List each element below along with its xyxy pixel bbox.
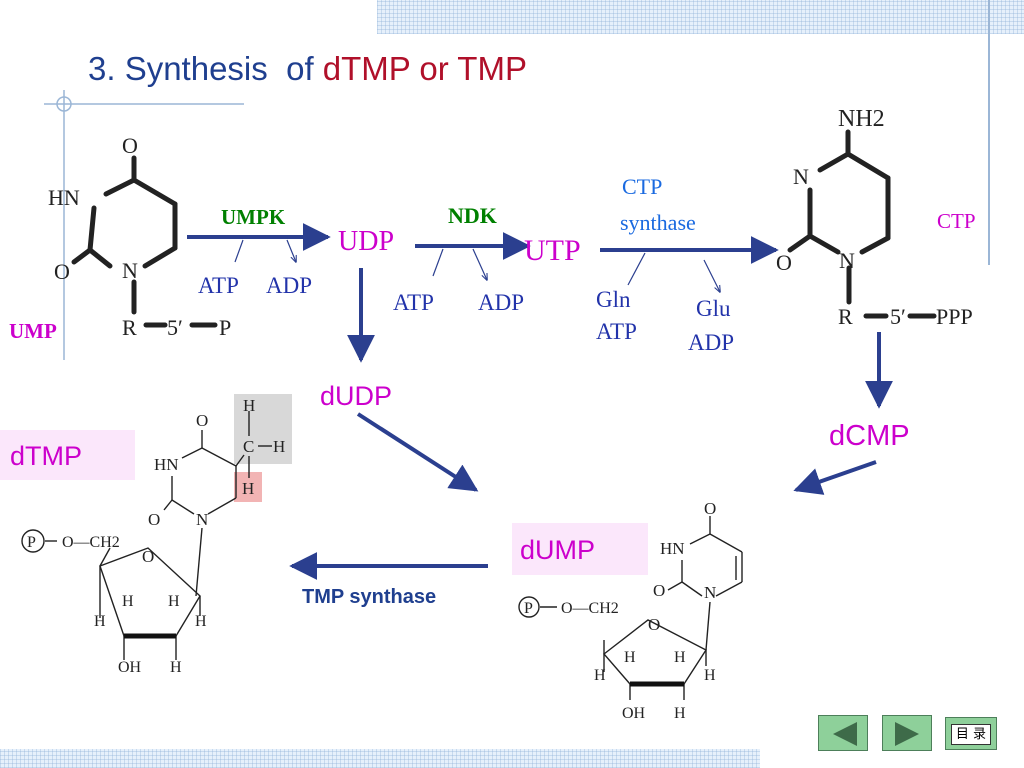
bottom-decor-band <box>0 749 760 768</box>
ctp-synthase-line2: synthase <box>620 210 696 235</box>
dtmp-h-c: H <box>94 613 106 630</box>
dtmp-oh: OH <box>118 659 142 676</box>
dump-label-box <box>512 523 648 575</box>
dtmp-structure <box>45 411 272 660</box>
arrow-dudp-dump <box>356 412 479 492</box>
dtmp-h3: H <box>242 479 254 498</box>
dump-ring-o: O <box>648 615 660 634</box>
dump-hn: HN <box>660 539 685 558</box>
ctp-synthase-gln: Gln <box>596 287 631 312</box>
dump-h-a: H <box>624 649 636 666</box>
ndk-atp: ATP <box>393 290 434 315</box>
dtmp-label-box <box>0 430 135 480</box>
ctp-ppp: PPP <box>936 304 973 329</box>
ctp-label: CTP <box>937 209 976 233</box>
ctp-synthase-glu: Glu <box>696 296 731 321</box>
ump-r: R <box>122 315 137 340</box>
ctp-nh2: NH2 <box>838 106 885 132</box>
dcmp-label: dCMP <box>829 420 910 452</box>
triangle-left-icon <box>833 722 857 746</box>
dtmp-h1: H <box>243 396 255 415</box>
umpk-atp: ATP <box>198 273 239 298</box>
tmp-synthase-label: TMP synthase <box>302 586 437 608</box>
ump-o-side: O <box>54 259 70 284</box>
dump-n: N <box>704 583 716 602</box>
ump-hn: HN <box>48 185 80 210</box>
table-of-contents-button[interactable]: 目 录 <box>945 717 997 750</box>
ump-five-prime: 5′ <box>167 315 183 340</box>
dump-p: P <box>524 600 533 617</box>
triangle-right-icon <box>895 722 919 746</box>
dtmp-h-a: H <box>122 593 134 610</box>
dtmp-label: dTMP <box>10 441 83 471</box>
utp-label: UTP <box>524 234 581 267</box>
ndk-enzyme: NDK <box>448 203 497 228</box>
dtmp-h-highlight <box>234 472 262 502</box>
dump-oh: OH <box>622 705 646 722</box>
dump-structure <box>540 516 743 700</box>
ctp-n2: N <box>839 248 855 273</box>
dtmp-hn: HN <box>154 455 179 474</box>
dtmp-o-side: O <box>148 510 160 529</box>
title-accent: dTMP or TMP <box>322 50 527 87</box>
ump-p: P <box>219 315 231 340</box>
dump-h-b: H <box>674 649 686 666</box>
ctp-five-prime: 5′ <box>890 304 906 329</box>
ump-label: UMP <box>9 319 57 343</box>
dump-o-top: O <box>704 499 716 518</box>
dtmp-ring-o: O <box>142 547 154 566</box>
ump-n: N <box>122 258 138 283</box>
cofactor-lines <box>234 239 720 292</box>
udp-label: UDP <box>338 226 395 257</box>
right-decor-line <box>988 0 990 265</box>
ump-structure <box>71 155 218 328</box>
umpk-enzyme: UMPK <box>221 205 286 229</box>
prev-slide-button[interactable] <box>818 715 868 751</box>
ctp-synthase-adp: ADP <box>688 330 735 355</box>
dtmp-n: N <box>196 510 208 529</box>
dump-h-c: H <box>594 667 606 684</box>
umpk-adp: ADP <box>266 273 313 298</box>
slide-title: 3. Synthesis of dTMP or TMP <box>88 50 527 88</box>
dtmp-h-b: H <box>168 593 180 610</box>
ndk-adp: ADP <box>478 290 525 315</box>
next-slide-button[interactable] <box>882 715 932 751</box>
menu-label: 目 录 <box>951 724 991 745</box>
ctp-synthase-line1: CTP <box>622 174 663 199</box>
dtmp-o-top: O <box>196 411 208 430</box>
dtmp-h2: H <box>273 437 285 456</box>
title-prefix: 3. Synthesis of <box>88 50 323 87</box>
dtmp-c: C <box>243 437 254 456</box>
dump-o-ch2: O—CH2 <box>561 600 619 617</box>
top-decor-band <box>377 0 1024 34</box>
dtmp-o-ch2: O—CH2 <box>62 534 120 551</box>
dump-label: dUMP <box>520 535 596 565</box>
ctp-o: O <box>776 250 792 275</box>
dtmp-h-d: H <box>195 613 207 630</box>
crosshair-decor <box>44 90 244 360</box>
ctp-n1: N <box>793 164 809 189</box>
dudp-label: dUDP <box>320 381 393 411</box>
ump-o-top: O <box>122 133 138 158</box>
ctp-structure <box>787 129 937 319</box>
dtmp-methyl-highlight <box>234 394 292 464</box>
ctp-r: R <box>838 304 853 329</box>
dump-h-d: H <box>704 667 716 684</box>
dtmp-h-e: H <box>170 659 182 676</box>
dtmp-p: P <box>27 534 36 551</box>
dump-h-e: H <box>674 705 686 722</box>
dump-o-side: O <box>653 581 665 600</box>
arrow-dcmp-dump <box>793 460 877 495</box>
ctp-synthase-atp: ATP <box>596 319 637 344</box>
